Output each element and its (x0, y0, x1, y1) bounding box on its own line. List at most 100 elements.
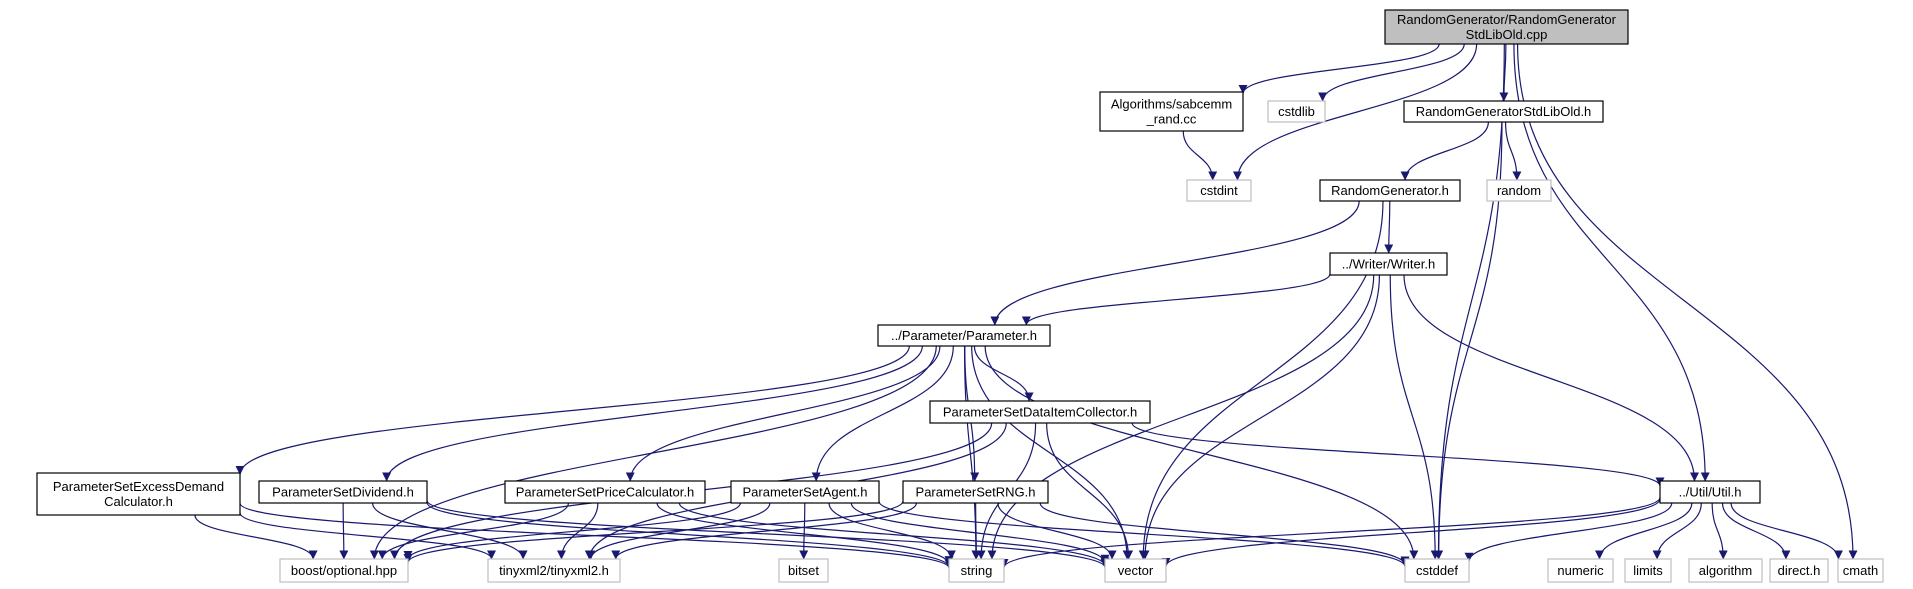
edge-ps_dividend-to-boost_optional (339, 502, 349, 560)
edge-ps_rng-to-vector (997, 502, 1117, 560)
node-box-randomgenerator_h (1319, 179, 1461, 202)
edge-ps_dataitemcollector-to-vector (1046, 422, 1134, 560)
node-box-root (1384, 9, 1629, 45)
node-box-limits (1624, 558, 1672, 583)
edge-ps_agent-to-bitset (799, 502, 809, 560)
edge-parameter_h-to-ps_dataitemcollector (973, 345, 1034, 402)
edge-ps_agent-to-string (828, 502, 956, 560)
edge-ps_rng-to-tinyxml2 (611, 502, 918, 560)
node-box-boost_optional (279, 558, 409, 583)
node-label: boost/optional.hpp (291, 563, 397, 578)
node-box-tinyxml2 (487, 558, 621, 583)
edge-ps_agent-to-vector (850, 502, 1110, 564)
edge-root-to-util_h (1513, 43, 1710, 482)
node-box-rg_stdlibold_h (1403, 100, 1604, 123)
node-parameter_h[interactable]: ../Parameter/Parameter.h (877, 324, 1051, 347)
node-label: cstdint (1200, 183, 1238, 198)
node-box-writer_h (1329, 252, 1448, 276)
node-ps_agent[interactable]: ParameterSetAgent.h (730, 480, 880, 504)
node-label: _rand.cc (1146, 112, 1197, 127)
node-cstddef: cstddef (1404, 558, 1470, 583)
edge-randomgenerator_h-to-writer_h (1384, 200, 1394, 254)
node-label: bitset (788, 563, 819, 578)
node-label: Algorithms/sabcemm (1111, 97, 1232, 112)
node-label: RandomGenerator/RandomGenerator (1397, 12, 1617, 27)
node-box-cstdlib (1267, 100, 1326, 123)
node-box-ps_agent (730, 480, 880, 504)
node-ps_dataitemcollector[interactable]: ParameterSetDataItemCollector.h (929, 400, 1151, 424)
node-box-random (1486, 179, 1552, 202)
node-randomgenerator_h[interactable]: RandomGenerator.h (1319, 179, 1461, 202)
node-ps_dividend[interactable]: ParameterSetDividend.h (258, 480, 428, 504)
node-box-bitset (778, 558, 829, 583)
node-label: string (961, 563, 993, 578)
node-rg_stdlibold_h[interactable]: RandomGeneratorStdLibOld.h (1403, 100, 1604, 123)
edge-ps_dataitemcollector-to-util_h (1131, 422, 1665, 487)
node-algorithm: algorithm (1688, 558, 1763, 583)
node-cstdlib: cstdlib (1267, 100, 1326, 123)
edge-parameter_h-to-boost_optional (369, 345, 937, 560)
node-box-numeric (1547, 558, 1614, 583)
edge-parameter_h-to-cstddef (984, 345, 1419, 560)
node-label: numeric (1557, 563, 1604, 578)
node-label: RandomGenerator.h (1331, 183, 1449, 198)
edge-randomgenerator_h-to-parameter_h (990, 200, 1360, 326)
edge-util_h-to-numeric (1594, 502, 1693, 560)
edge-ps_pricecalc-to-boost_optional (377, 502, 570, 560)
edge-util_h-to-string (999, 497, 1661, 569)
node-label: RandomGeneratorStdLibOld.h (1416, 104, 1592, 119)
edge-ps_dividend-to-tinyxml2 (371, 502, 528, 560)
node-limits: limits (1624, 558, 1672, 583)
node-label: ../Parameter/Parameter.h (891, 328, 1037, 343)
node-label: cmath (1843, 563, 1878, 578)
edge-ps_agent-to-tinyxml2 (586, 502, 771, 560)
edge-ps_rng-to-cstddef (1039, 502, 1410, 566)
node-ps_rng[interactable]: ParameterSetRNG.h (902, 480, 1049, 504)
node-label: ParameterSetDataItemCollector.h (943, 405, 1137, 420)
edge-util_h-to-cstddef (1464, 502, 1673, 562)
edge-util_h-to-vector (1161, 498, 1661, 567)
edge-writer_h-to-util_h (1403, 274, 1699, 482)
node-label: random (1497, 183, 1541, 198)
edge-ps_pricecalc-to-string (656, 502, 954, 566)
node-label: tinyxml2/tinyxml2.h (499, 563, 609, 578)
node-box-cstdint (1186, 179, 1252, 202)
node-layer: RandomGenerator/RandomGeneratorStdLibOld… (36, 9, 1884, 583)
node-label: vector (1118, 563, 1154, 578)
node-box-ps_pricecalc (504, 480, 706, 504)
edge-ps_dividend-to-string (426, 502, 954, 568)
node-label: ParameterSetRNG.h (916, 485, 1036, 500)
edge-writer_h-to-string (987, 274, 1375, 560)
edge-util_h-to-cmath (1730, 502, 1843, 560)
edge-util_h-to-algorithm (1711, 502, 1728, 560)
edge-ps_excessdemand-to-tinyxml2 (239, 512, 496, 560)
node-label: ../Writer/Writer.h (1342, 257, 1435, 272)
node-box-parameter_h (877, 324, 1051, 347)
node-box-sabcemm_rand (1099, 91, 1244, 132)
node-ps_pricecalc[interactable]: ParameterSetPriceCalculator.h (504, 480, 706, 504)
edge-sabcemm_rand-to-cstdint (1182, 130, 1218, 181)
node-label: limits (1633, 563, 1663, 578)
node-label: algorithm (1699, 563, 1752, 578)
node-box-string (948, 558, 1005, 583)
edge-ps_agent-to-boost_optional (403, 502, 742, 561)
node-label: Calculator.h (104, 494, 173, 509)
node-numeric: numeric (1547, 558, 1614, 583)
edge-writer_h-to-parameter_h (1021, 273, 1331, 326)
edge-writer_h-to-cstddef (1389, 274, 1440, 560)
node-box-direct_h (1769, 558, 1829, 583)
node-sabcemm_rand[interactable]: Algorithms/sabcemm_rand.cc (1099, 91, 1244, 132)
node-label: StdLibOld.cpp (1466, 27, 1548, 42)
node-cmath: cmath (1837, 558, 1884, 583)
edge-writer_h-to-vector (1140, 274, 1381, 560)
edge-parameter_h-to-ps_agent (811, 345, 954, 482)
node-random: random (1486, 179, 1552, 202)
edge-ps_dividend-to-vector (426, 500, 1110, 568)
edge-ps_rng-to-string (971, 502, 981, 560)
node-writer_h[interactable]: ../Writer/Writer.h (1329, 252, 1448, 276)
node-boost_optional: boost/optional.hpp (279, 558, 409, 583)
node-util_h[interactable]: ../Util/Util.h (1659, 480, 1761, 504)
node-box-ps_dividend (258, 480, 428, 504)
